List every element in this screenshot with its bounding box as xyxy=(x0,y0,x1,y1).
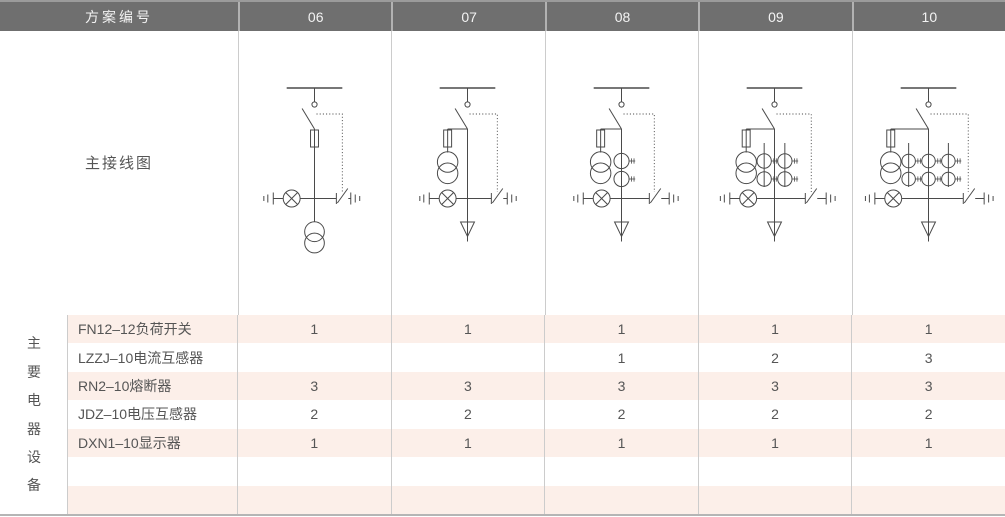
equipment-qty-08: 1 xyxy=(544,343,698,372)
equipment-row-7 xyxy=(0,485,1005,514)
equipment-qty-09: 1 xyxy=(697,428,852,458)
equipment-qty-09 xyxy=(697,457,852,486)
equipment-name: RN2–10熔断器 xyxy=(68,371,238,401)
vertical-label-char: 电 xyxy=(27,392,41,409)
equipment-qty-06 xyxy=(238,485,391,514)
equipment-name: JDZ–10电压互感器 xyxy=(68,400,238,429)
equipment-qty-06: 1 xyxy=(238,428,391,458)
equipment-qty-07 xyxy=(390,485,545,514)
equipment-row-side-spacer xyxy=(0,457,68,486)
equipment-qty-10: 1 xyxy=(851,315,1005,344)
equipment-qty-06 xyxy=(238,457,391,485)
equipment-qty-07: 3 xyxy=(390,371,545,401)
equipment-qty-06: 1 xyxy=(238,315,391,344)
equipment-row-6 xyxy=(0,457,1005,486)
diagram-cell-06 xyxy=(238,31,391,315)
equipment-qty-08: 1 xyxy=(544,428,698,458)
equipment-qty-10: 2 xyxy=(851,400,1005,429)
header-scheme-10: 10 xyxy=(851,2,1005,31)
vertical-label-char: 设 xyxy=(27,448,41,465)
equipment-qty-08: 1 xyxy=(544,315,698,344)
equipment-qty-06 xyxy=(238,343,391,371)
equipment-row-side-spacer xyxy=(0,428,68,458)
equipment-name xyxy=(68,485,238,514)
header-scheme-08: 08 xyxy=(544,2,699,31)
equipment-qty-10: 3 xyxy=(851,343,1005,372)
equipment-qty-10: 1 xyxy=(851,428,1005,458)
diagram-row-label: 主接线图 xyxy=(84,154,153,172)
header-scheme-07: 07 xyxy=(391,2,545,31)
equipment-qty-06: 3 xyxy=(238,371,391,401)
equipment-qty-08: 2 xyxy=(544,400,698,429)
equipment-qty-08 xyxy=(544,485,698,514)
equipment-vertical-label: 主要电器设备 xyxy=(0,315,68,514)
vertical-label-char: 主 xyxy=(27,335,41,352)
header-scheme-06: 06 xyxy=(238,2,392,31)
equipment-qty-10 xyxy=(851,485,1005,514)
equipment-row-side-spacer xyxy=(0,315,68,344)
main-wiring-diagram-06 xyxy=(263,87,361,254)
vertical-label-char: 备 xyxy=(27,477,41,494)
equipment-row-side-spacer xyxy=(0,400,68,429)
equipment-qty-08 xyxy=(544,457,698,486)
equipment-row-side-spacer xyxy=(0,371,68,401)
equipment-row-side-spacer xyxy=(0,485,68,514)
equipment-name: DXN1–10显示器 xyxy=(68,428,238,458)
equipment-qty-07: 1 xyxy=(390,428,545,458)
vertical-label-char: 器 xyxy=(27,420,41,437)
main-wiring-diagram-10 xyxy=(864,87,994,242)
table-bottom-border xyxy=(0,514,1005,516)
equipment-qty-09: 2 xyxy=(697,400,852,429)
equipment-qty-08: 3 xyxy=(544,371,698,401)
equipment-qty-07 xyxy=(390,457,545,486)
equipment-name: FN12–12负荷开关 xyxy=(68,315,238,344)
equipment-qty-10: 3 xyxy=(851,371,1005,401)
main-wiring-diagram-07 xyxy=(419,87,518,242)
equipment-qty-09 xyxy=(697,485,852,514)
diagram-cell-09 xyxy=(698,31,851,315)
equipment-qty-09: 2 xyxy=(697,343,852,372)
header-scheme-number-label: 方案编号 xyxy=(0,2,238,31)
equipment-row-side-spacer xyxy=(0,343,68,372)
equipment-qty-07: 2 xyxy=(390,400,545,429)
diagram-cell-08 xyxy=(544,31,698,315)
equipment-name: LZZJ–10电流互感器 xyxy=(68,343,238,372)
equipment-name xyxy=(68,457,238,486)
diagram-cell-10 xyxy=(851,31,1005,315)
header-scheme-09: 09 xyxy=(698,2,852,31)
equipment-qty-09: 3 xyxy=(697,371,852,401)
equipment-qty-07: 1 xyxy=(390,315,545,344)
main-wiring-diagram-08 xyxy=(573,87,679,242)
equipment-qty-06: 2 xyxy=(310,406,319,423)
diagram-cell-07 xyxy=(391,31,544,315)
main-wiring-diagram-09 xyxy=(720,87,836,242)
diagram-row: 主接线图 xyxy=(0,31,1005,315)
vertical-label-char: 要 xyxy=(27,363,41,380)
equipment-qty-10 xyxy=(851,457,1005,486)
equipment-qty-09: 1 xyxy=(697,315,852,344)
equipment-qty-07 xyxy=(390,343,545,372)
